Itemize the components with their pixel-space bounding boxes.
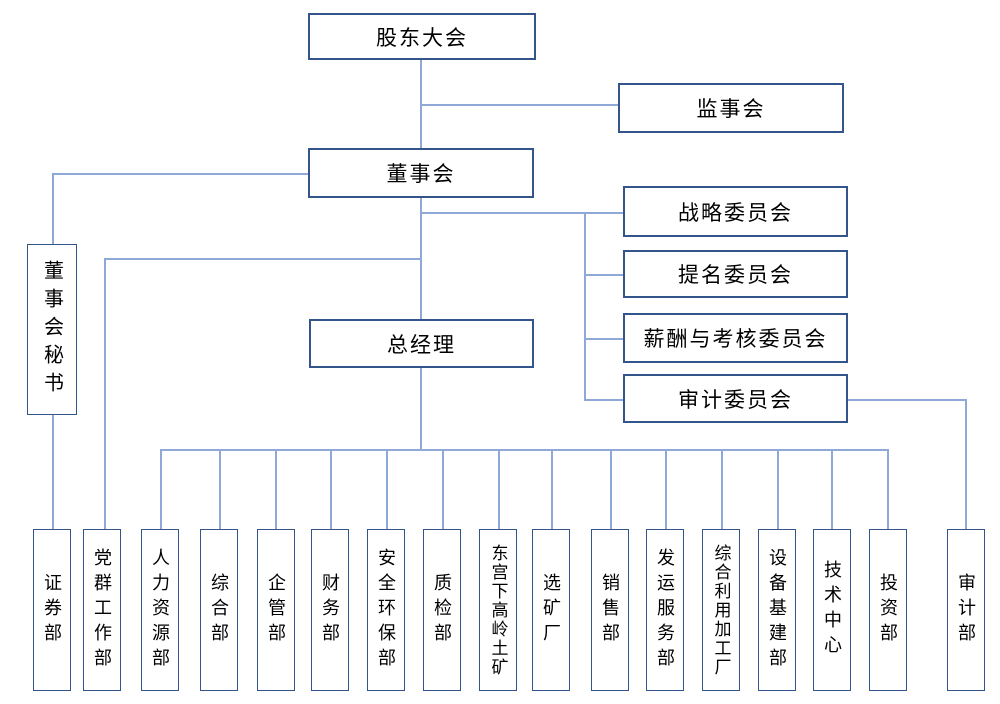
dept-audit: 审计部 <box>947 529 985 691</box>
connector-line <box>584 212 586 399</box>
connector-line <box>52 173 54 244</box>
node-label: 综合部 <box>209 572 229 648</box>
dept-sales: 销售部 <box>591 529 629 691</box>
node-label: 证券部 <box>42 572 62 648</box>
node-supervisory-board: 监事会 <box>618 83 844 133</box>
dept-ore-dressing-plant: 选矿厂 <box>532 529 570 691</box>
committee-remuneration-appraisal: 薪酬与考核委员会 <box>623 313 848 363</box>
connector-line <box>584 399 623 401</box>
connector-line <box>420 368 422 449</box>
dept-general-affairs: 综合部 <box>200 529 238 691</box>
node-label: 董事会秘书 <box>40 259 63 400</box>
node-board-of-directors: 董事会 <box>308 148 534 198</box>
connector-line <box>330 449 332 529</box>
node-label: 销售部 <box>600 572 620 648</box>
dept-enterprise-management: 企管部 <box>257 529 295 691</box>
connector-line <box>584 338 623 340</box>
connector-line <box>498 449 500 529</box>
committee-nomination: 提名委员会 <box>623 250 848 298</box>
node-shareholders-meeting: 股东大会 <box>308 13 536 60</box>
dept-securities: 证券部 <box>33 529 71 691</box>
node-label: 质检部 <box>432 572 452 648</box>
connector-line <box>421 212 623 214</box>
node-label: 投资部 <box>878 572 898 648</box>
connector-line <box>275 449 277 529</box>
node-label: 技术中心 <box>822 560 842 660</box>
connector-line <box>421 104 618 106</box>
node-label: 设备基建部 <box>767 547 787 673</box>
node-label: 战略委员会 <box>678 201 793 225</box>
connector-line <box>831 449 833 529</box>
node-label: 董事会 <box>386 163 456 186</box>
dept-party-mass-work: 党群工作部 <box>83 529 121 691</box>
connector-line <box>219 449 221 529</box>
node-label: 薪酬与考核委员会 <box>643 328 828 351</box>
node-label: 审计委员会 <box>678 388 793 412</box>
connector-line <box>965 399 967 529</box>
node-label: 总经理 <box>387 333 456 357</box>
dept-quality-inspection: 质检部 <box>423 529 461 691</box>
node-label: 财务部 <box>320 572 340 648</box>
node-label: 监事会 <box>696 98 766 121</box>
connector-line <box>551 449 553 529</box>
connector-line <box>160 449 162 529</box>
connector-line <box>104 258 106 529</box>
dept-technology-center: 技术中心 <box>813 529 851 691</box>
dept-human-resources: 人力资源部 <box>141 529 179 691</box>
connector-line <box>104 258 421 260</box>
node-board-secretary: 董事会秘书 <box>27 244 77 415</box>
node-general-manager: 总经理 <box>309 319 534 368</box>
dept-finance: 财务部 <box>311 529 349 691</box>
dept-safety-environment: 安全环保部 <box>367 529 405 691</box>
committee-strategy: 战略委员会 <box>623 186 848 237</box>
node-label: 发运服务部 <box>655 547 675 673</box>
connector-line <box>52 173 308 175</box>
node-label: 安全环保部 <box>376 547 396 673</box>
connector-line <box>442 449 444 529</box>
dept-comprehensive-processing-plant: 综合利用加工厂 <box>702 529 740 691</box>
connector-line <box>777 449 779 529</box>
connector-line <box>52 415 54 529</box>
connector-line <box>848 399 966 401</box>
node-label: 股东大会 <box>376 26 468 50</box>
connector-line <box>610 449 612 529</box>
dept-investment: 投资部 <box>869 529 907 691</box>
connector-line <box>386 449 388 529</box>
connector-line <box>160 449 888 451</box>
connector-line <box>887 449 889 529</box>
dept-shipping-service: 发运服务部 <box>646 529 684 691</box>
connector-line <box>420 60 422 148</box>
connector-line <box>584 274 623 276</box>
node-label: 提名委员会 <box>678 264 793 287</box>
connector-line <box>665 449 667 529</box>
connector-line <box>721 449 723 529</box>
node-label: 综合利用加工厂 <box>711 543 731 677</box>
dept-kaolin-mine: 东宫下高岭土矿 <box>479 529 517 691</box>
node-label: 选矿厂 <box>541 572 561 648</box>
node-label: 东宫下高岭土矿 <box>488 543 508 677</box>
committee-audit: 审计委员会 <box>623 374 848 423</box>
dept-equipment-infrastructure: 设备基建部 <box>758 529 796 691</box>
node-label: 人力资源部 <box>150 547 170 673</box>
node-label: 审计部 <box>956 572 976 648</box>
node-label: 党群工作部 <box>92 547 112 673</box>
node-label: 企管部 <box>266 572 286 648</box>
